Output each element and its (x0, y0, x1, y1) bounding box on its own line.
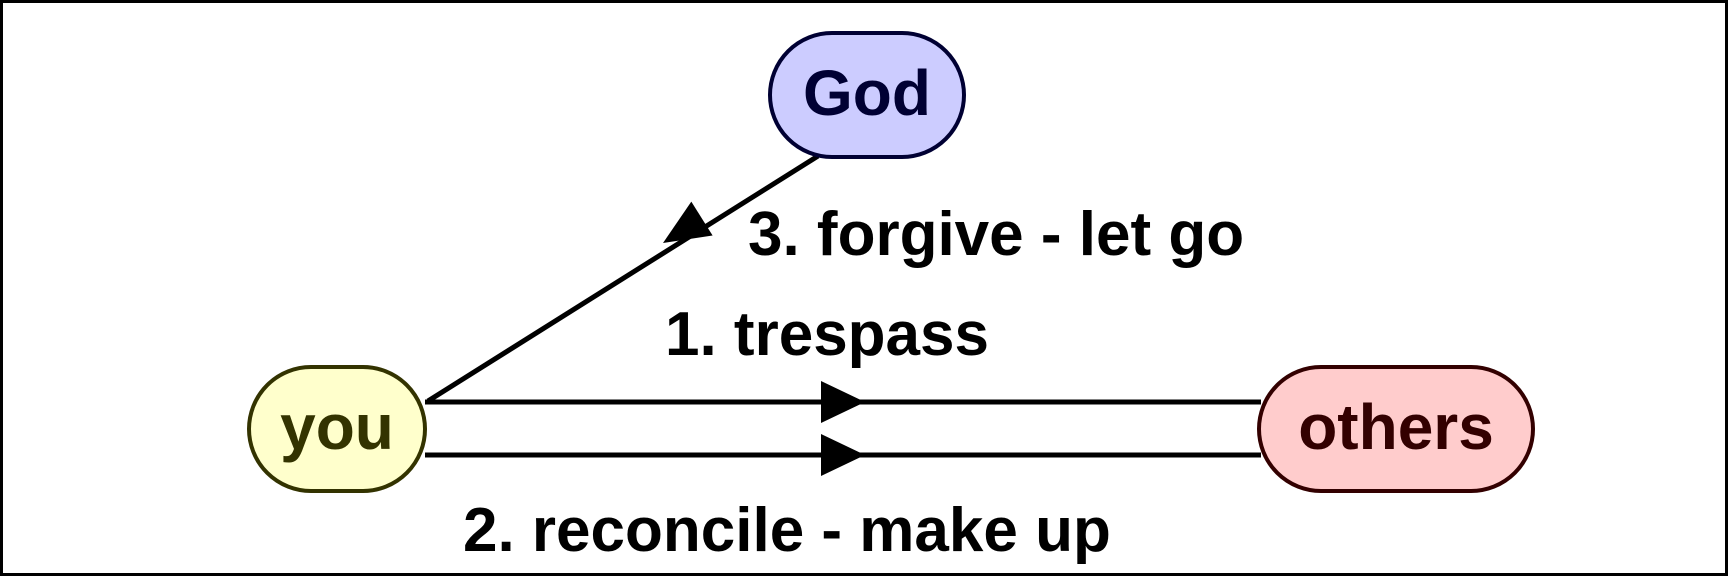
node-you: you (247, 365, 427, 493)
node-you-shape (247, 365, 427, 493)
edge-reconcile-label: 2. reconcile - make up (463, 496, 1111, 565)
node-others-shape (1257, 365, 1535, 493)
edge-forgive-line (426, 153, 820, 404)
node-others: others (1257, 365, 1535, 493)
edge-trespass: 1. trespass (425, 300, 1261, 423)
edge-forgive-arrowhead (663, 201, 713, 243)
relationship-diagram: 3. forgive - let go 1. trespass 2. recon… (247, 31, 1535, 565)
edge-forgive-label: 3. forgive - let go (748, 200, 1244, 269)
edge-forgive: 3. forgive - let go (426, 153, 1244, 404)
node-you-label: you (280, 391, 394, 463)
node-god-shape (768, 31, 966, 159)
edge-trespass-label: 1. trespass (665, 300, 989, 369)
node-others-label: others (1298, 391, 1494, 463)
edge-reconcile-arrowhead (821, 434, 865, 476)
edge-reconcile: 2. reconcile - make up (425, 434, 1261, 565)
node-god: God (768, 31, 966, 159)
edge-trespass-arrowhead (821, 381, 865, 423)
node-god-label: God (803, 57, 931, 129)
